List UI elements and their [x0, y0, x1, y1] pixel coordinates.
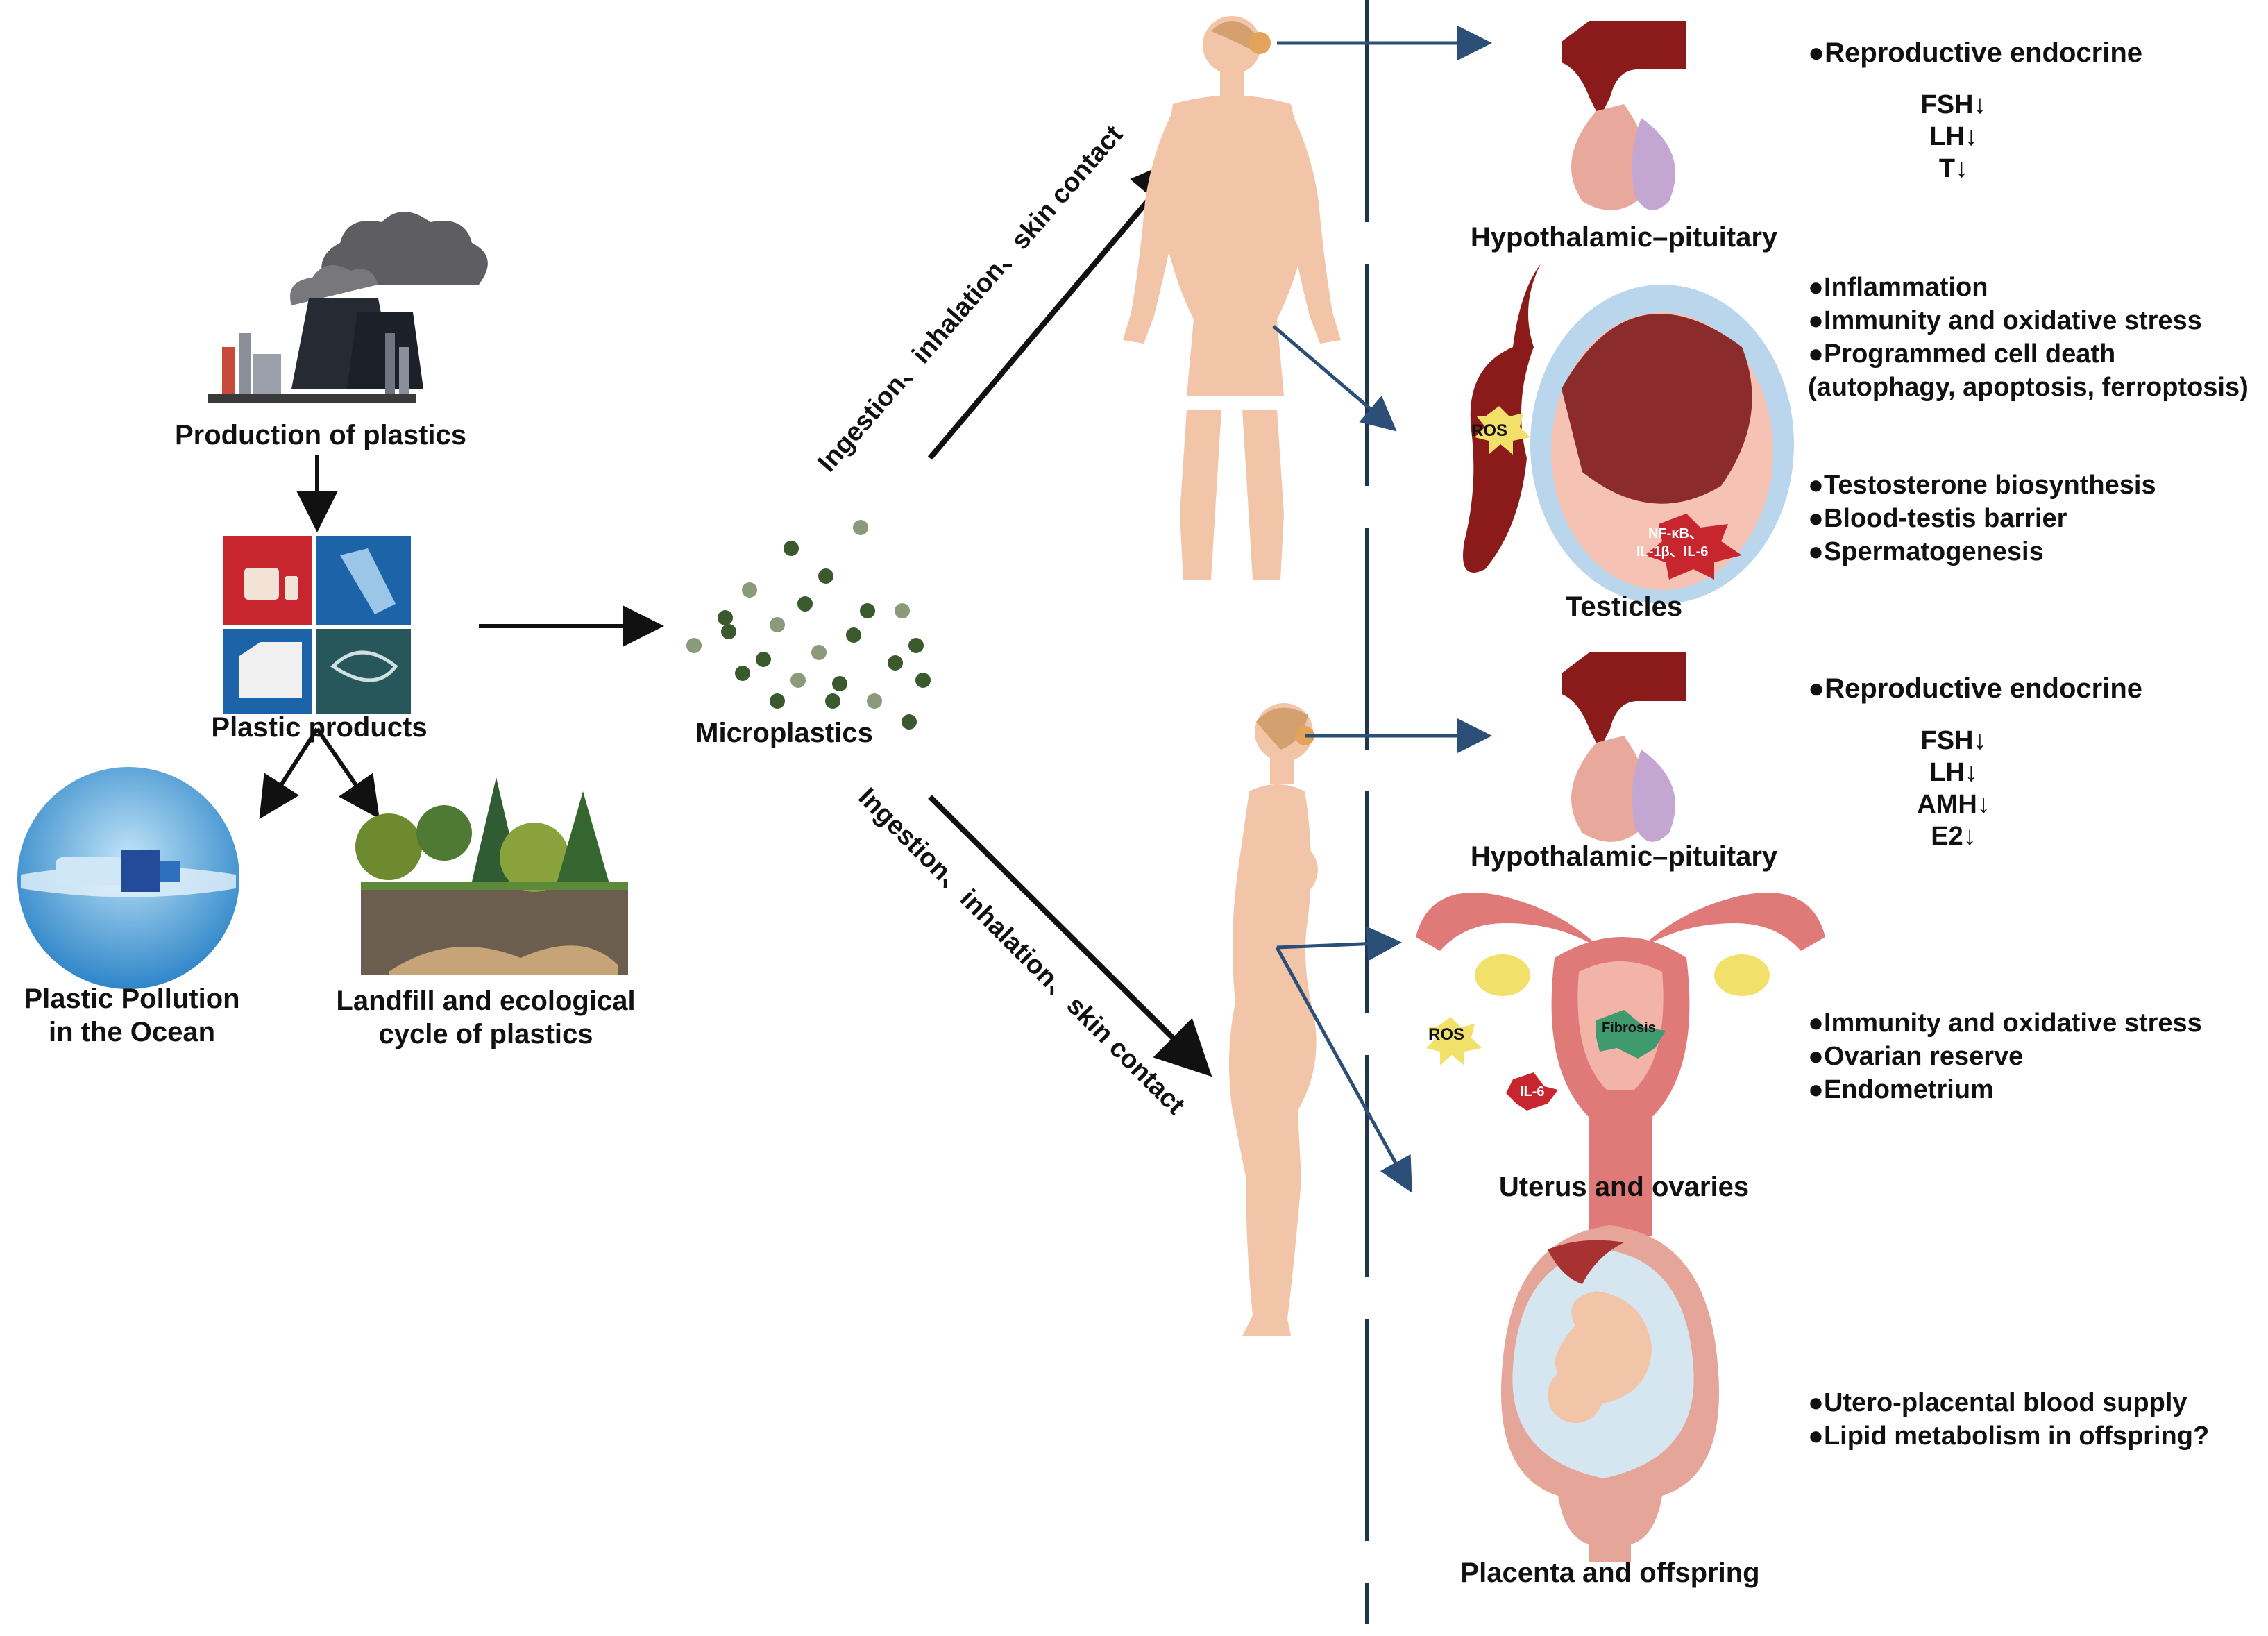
microplastic-particle [742, 582, 757, 598]
uterus-effects-list: ●Immunity and oxidative stress ●Ovarian … [1808, 1006, 2202, 1106]
female-body-figure [1229, 703, 1318, 1336]
ocean-label-line1: Plastic Pollution [24, 984, 240, 1014]
placenta-effects-list: ●Utero-placental blood supply ●Lipid met… [1808, 1386, 2209, 1453]
effect-item: ●Endometrium [1808, 1075, 1994, 1104]
effect-item: ●Lipid metabolism in offspring? [1808, 1422, 2210, 1451]
hormone-item: AMH↓ [1917, 790, 1990, 819]
microplastic-particle [902, 714, 917, 730]
hormone-item: FSH↓ [1920, 726, 1987, 755]
hormone-item: FSH↓ [1920, 90, 1987, 119]
microplastic-particle [756, 652, 771, 667]
production-label: Production of plastics [175, 420, 467, 450]
microplastics-label: Microplastics [695, 718, 873, 748]
microplastic-particle [770, 617, 785, 632]
microplastic-particle [735, 666, 750, 681]
male-hp-label: Hypothalamic–pituitary [1470, 222, 1778, 253]
landfill-icon [355, 777, 628, 975]
il6-badge: IL-6 [1520, 1084, 1545, 1099]
microplastic-particle [908, 638, 924, 653]
effect-item: ●Utero-placental blood supply [1808, 1388, 2187, 1417]
microplastic-particle [797, 596, 813, 612]
microplastic-particle [895, 603, 910, 618]
microplastic-particle [718, 610, 733, 625]
male-ros-badge: ROS [1471, 421, 1508, 440]
female-hormone-list: FSH↓ LH↓ AMH↓ E2↓ [1884, 725, 2023, 852]
testicles-label: Testicles [1565, 591, 1683, 622]
uterus-ovaries-illustration [1416, 893, 1825, 1236]
effect-item: ●Immunity and oxidative stress [1808, 1009, 2202, 1038]
microplastic-particle [825, 693, 840, 709]
microplastic-particle [860, 603, 875, 618]
hormone-item: T↓ [1938, 154, 1969, 183]
microplastic-particle [846, 627, 861, 643]
male-pituitary-illustration [1562, 21, 1686, 210]
microplastic-particle [770, 693, 785, 709]
microplastic-particles [686, 520, 931, 730]
female-hp-label: Hypothalamic–pituitary [1470, 841, 1778, 872]
hormone-item: E2↓ [1931, 822, 1977, 851]
hormone-item: LH↓ [1929, 758, 1978, 787]
effect-item: ●Immunity and oxidative stress [1808, 306, 2202, 335]
factory-icon [208, 212, 488, 403]
microplastic-particle [686, 638, 702, 653]
landfill-label-line1: Landfill and ecological [336, 986, 636, 1016]
cytokine-line1: NF-κB、 [1648, 526, 1703, 541]
ocean-pollution-icon [17, 767, 239, 989]
testicle-effects-list-b: ●Testosterone biosynthesis ●Blood-testis… [1808, 469, 2156, 568]
microplastic-particle [888, 655, 903, 671]
female-ros-badge: ROS [1428, 1025, 1465, 1044]
testicle-effects-list-a: ●Inflammation ●Immunity and oxidative st… [1808, 271, 2249, 404]
microplastic-particle [784, 541, 799, 556]
microplastic-particle [811, 645, 827, 660]
placenta-fetus-illustration [1500, 1225, 1720, 1562]
effect-item: ●Testosterone biosynthesis [1808, 471, 2156, 500]
landfill-label-line2: cycle of plastics [378, 1019, 593, 1049]
effect-item: ●Inflammation [1808, 273, 1988, 302]
effect-item: ●Spermatogenesis [1808, 537, 2044, 566]
effect-item: ●Programmed cell death [1808, 339, 2116, 369]
effect-item: ●Ovarian reserve [1808, 1042, 2024, 1071]
ocean-label-line2: in the Ocean [48, 1017, 216, 1047]
placenta-label: Placenta and offspring [1460, 1558, 1760, 1588]
uterus-label: Uterus and ovaries [1498, 1172, 1750, 1202]
microplastic-particle [721, 624, 736, 639]
female-endocrine-title: ●Reproductive endocrine [1808, 673, 2143, 704]
plastic-products-icon [223, 536, 411, 714]
microplastic-particle [832, 676, 847, 691]
effect-item: (autophagy, apoptosis, ferroptosis) [1808, 373, 2249, 402]
microplastic-particle [790, 673, 806, 688]
male-body-figure [1123, 16, 1341, 580]
microplastic-particle [915, 673, 931, 688]
male-endocrine-title: ●Reproductive endocrine [1808, 37, 2143, 68]
male-hormone-list: FSH↓ LH↓ T↓ [1884, 89, 2023, 185]
hormone-item: LH↓ [1929, 122, 1978, 151]
female-pituitary-illustration [1562, 652, 1686, 842]
fibrosis-badge: Fibrosis [1602, 1020, 1656, 1036]
cytokine-line2: IL-1β、IL-6 [1636, 544, 1709, 559]
testicle-illustration [1463, 264, 1794, 604]
microplastic-particle [853, 520, 868, 535]
effect-item: ●Blood-testis barrier [1808, 504, 2067, 533]
products-label: Plastic products [211, 712, 428, 743]
microplastic-particle [818, 568, 833, 584]
microplastic-particle [867, 693, 882, 709]
